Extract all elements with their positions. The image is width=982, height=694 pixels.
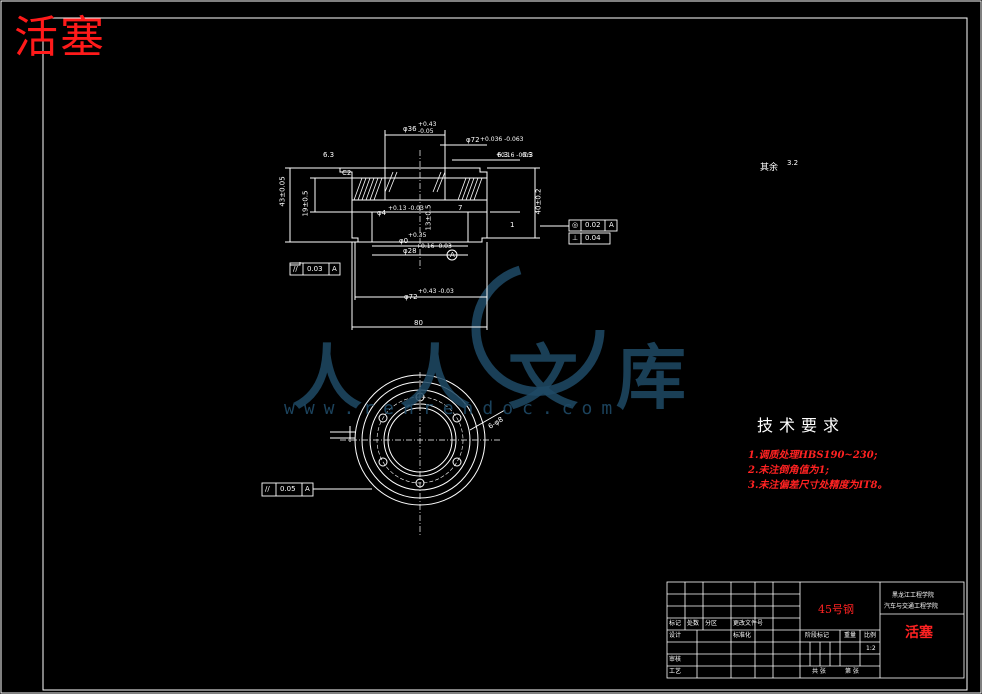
dim-d13: 13±0.5: [424, 204, 433, 231]
tol-symbol: //: [293, 265, 298, 273]
chamfer-label: C2: [342, 169, 352, 177]
dim-h40: 40±0.2: [534, 188, 543, 215]
tb-count: 处数: [687, 620, 700, 627]
dim-d36-tol-dn: -0.05: [418, 128, 434, 135]
school-name: 黑龙江工程学院: [892, 592, 935, 599]
tol-value: 0.03: [307, 265, 323, 273]
tolerance-frame-parallel-top: [289, 262, 341, 276]
tb-sheet: 第 张: [845, 668, 859, 675]
tech-requirement-item: 2.未注倒角值为1;: [748, 465, 830, 476]
dim-d72a: φ72: [466, 136, 480, 144]
tol-datum: A: [332, 265, 337, 273]
dim-d72b: φ72: [404, 293, 418, 301]
dim-d72a-tol: +0.036 -0.063: [480, 136, 524, 143]
tb-stage: 阶段标记: [805, 632, 830, 639]
tb-mark: 标记: [669, 620, 682, 627]
tb-design: 设计: [669, 632, 682, 639]
dim-h19: 19±0.5: [301, 190, 310, 217]
college-name: 汽车与交通工程学院: [884, 603, 939, 610]
tolerance-frame-parallel-bottom: [261, 482, 372, 497]
dim-h43: 43±0.05: [278, 176, 287, 207]
tech-requirements-title: 技术要求: [757, 416, 846, 435]
top-view: [330, 372, 506, 535]
roughness-value: 6.3: [522, 151, 534, 159]
inner-border: [42, 17, 968, 691]
roughness-other-value: 3.2: [787, 159, 799, 167]
dim-d36-tol-up: +0.43: [418, 121, 437, 128]
part-name: 活塞: [905, 625, 933, 641]
tb-check: 审核: [669, 656, 682, 663]
dim-d36: φ36: [403, 125, 417, 133]
tol-datum: A: [609, 221, 614, 229]
dim-d0: φ0: [399, 237, 409, 245]
tolerance-frame-coaxial: [540, 219, 618, 245]
dim-d3-tol: +0.16 -0.05: [496, 152, 532, 159]
dim-len80: 80: [414, 319, 423, 327]
tb-weight: 重量: [844, 632, 857, 639]
tol-value: 0.02: [585, 221, 601, 229]
dim-d4: φ4: [377, 209, 387, 217]
section-view: [285, 130, 540, 330]
tb-zone: 分区: [705, 620, 718, 627]
tol-value: 0.05: [280, 485, 296, 493]
datum-a-label: A: [450, 251, 455, 259]
tb-standard: 标准化: [733, 632, 752, 639]
dim-d4-tol: +0.13 -0.03: [388, 205, 424, 212]
surface-other-label: 其余: [760, 163, 779, 173]
tech-requirement-item: 1.调质处理HBS190~230;: [748, 450, 878, 461]
tol-symbol: ◎: [572, 221, 579, 229]
tol-symbol: ⊥: [572, 234, 579, 242]
dim-d28-tol: +0.16 -0.03: [416, 243, 452, 250]
roughness-value: 6.3: [323, 151, 335, 159]
tb-change-doc: 更改文件号: [733, 620, 764, 627]
watermark-url: www.renrendoc.com: [284, 398, 622, 419]
dim-depth: 7: [458, 204, 463, 212]
tb-scale-value: 1:2: [866, 645, 876, 652]
tb-scale: 比例: [864, 632, 877, 639]
tol-symbol: //: [265, 485, 270, 493]
watermark-brand: 人人文库: [292, 337, 724, 419]
roughness-value: 6.3: [497, 151, 509, 159]
dim-d28: φ28: [403, 247, 417, 255]
dim-d72b-tol: +0.43 -0.03: [418, 288, 454, 295]
tol-datum: A: [305, 485, 310, 493]
tb-process: 工艺: [669, 668, 682, 675]
dim-d0-tol: +0.35: [408, 232, 427, 239]
tb-total: 共 张: [812, 668, 826, 675]
tech-requirement-item: 3.未注偏差尺寸处精度为IT8。: [748, 480, 888, 491]
dim-h1: 1: [510, 221, 515, 229]
drawing-title: 活塞: [14, 12, 106, 63]
tol-value: 0.04: [585, 234, 601, 242]
material-label: 45号钢: [818, 603, 854, 616]
title-block: [666, 581, 965, 679]
